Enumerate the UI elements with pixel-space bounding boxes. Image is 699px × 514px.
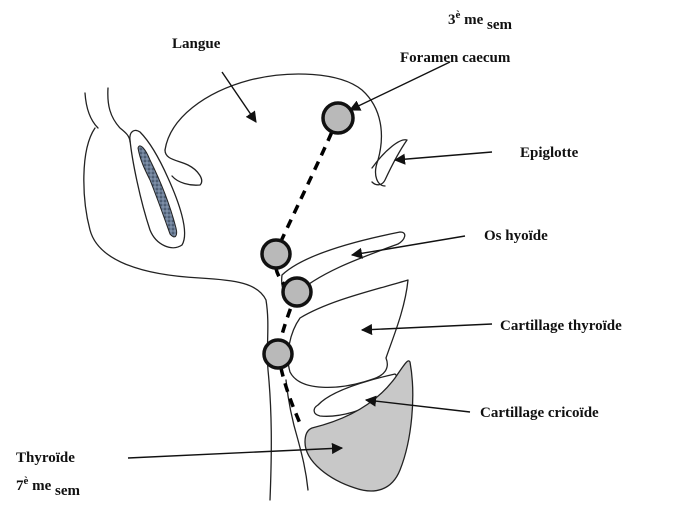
hyoid-loop-node [283, 278, 311, 306]
thyroid-gland-shape [305, 361, 413, 491]
hyoid-stage-node [262, 240, 290, 268]
arrow-epiglotte [395, 152, 492, 160]
migration-path [276, 118, 338, 252]
mouth-floor-outline [165, 150, 202, 185]
week3-me: me [460, 12, 487, 28]
foramen-caecum-node [323, 103, 353, 133]
nasal-cavity-fill [138, 146, 177, 237]
label-cart-thyroide: Cartillage thyroïde [500, 318, 622, 334]
week7-sem: sem [55, 483, 80, 499]
thyroid-stage-node [264, 340, 292, 368]
label-week3: 3è me sem [448, 9, 513, 33]
label-langue: Langue [172, 36, 221, 52]
tongue-outline [165, 74, 385, 186]
label-foramen-caecum: Foramen caecum [400, 50, 511, 66]
head-neck-outline [84, 128, 271, 500]
label-week7: 7è me sem [16, 475, 81, 499]
label-epiglotte: Epiglotte [520, 145, 579, 161]
label-cart-cricoide: Cartillage cricoïde [480, 405, 599, 421]
label-os-hyoide: Os hyoïde [484, 228, 548, 244]
week3-number: 3 [448, 12, 456, 28]
arrow-cart-thyroide [362, 324, 492, 330]
neck-front-outline [286, 380, 308, 490]
week3-sem: sem [487, 17, 512, 33]
week7-me: me [28, 478, 55, 494]
arrow-foramen [350, 62, 450, 110]
label-thyroide: Thyroïde [16, 450, 75, 466]
